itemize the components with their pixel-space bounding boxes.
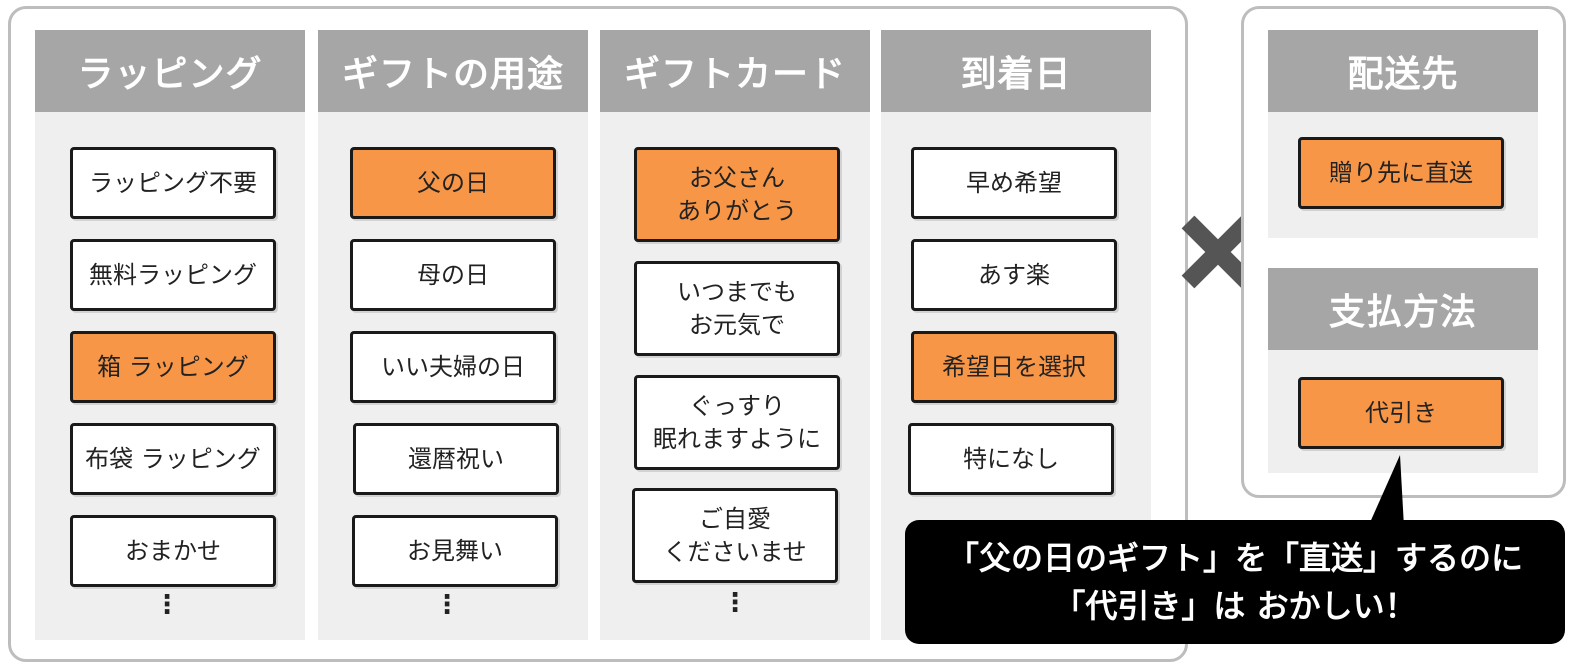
option-card-1[interactable]: お父さん ありがとう: [634, 147, 840, 242]
option-card-2[interactable]: いつまでも お元気で: [634, 261, 840, 356]
cross-mark-icon: [1181, 215, 1255, 289]
option-wrapping-3[interactable]: 箱 ラッピング: [70, 331, 276, 403]
option-purpose-3[interactable]: いい夫婦の日: [350, 331, 556, 403]
column-payment: 支払方法 代引き: [1268, 268, 1538, 473]
column-title-payment: 支払方法: [1268, 268, 1538, 350]
option-arrival-4[interactable]: 特になし: [908, 423, 1114, 495]
option-wrapping-1[interactable]: ラッピング不要: [70, 147, 276, 219]
option-purpose-2[interactable]: 母の日: [350, 239, 556, 311]
option-purpose-4[interactable]: 還暦祝い: [353, 423, 559, 495]
column-title-arrival: 到着日: [881, 30, 1151, 112]
option-card-3[interactable]: ぐっすり 眠れますように: [634, 375, 840, 470]
column-purpose: ギフトの用途 父の日 母の日 いい夫婦の日 還暦祝い お見舞い ⋮: [318, 30, 588, 640]
column-destination: 配送先 贈り先に直送: [1268, 30, 1538, 238]
option-arrival-2[interactable]: あす楽: [911, 239, 1117, 311]
option-purpose-1[interactable]: 父の日: [350, 147, 556, 219]
column-title-purpose: ギフトの用途: [318, 30, 588, 112]
column-title-card: ギフトカード: [600, 30, 870, 112]
option-arrival-1[interactable]: 早め希望: [911, 147, 1117, 219]
option-wrapping-2[interactable]: 無料ラッピング: [70, 239, 276, 311]
more-options-purpose: ⋮: [434, 590, 460, 620]
option-wrapping-4[interactable]: 布袋 ラッピング: [70, 423, 276, 495]
option-purpose-5[interactable]: お見舞い: [352, 515, 558, 587]
column-title-destination: 配送先: [1268, 30, 1538, 112]
more-options-card: ⋮: [722, 588, 748, 618]
column-wrapping: ラッピング ラッピング不要 無料ラッピング 箱 ラッピング 布袋 ラッピング お…: [35, 30, 305, 640]
more-options-wrapping: ⋮: [154, 590, 180, 620]
option-destination-1[interactable]: 贈り先に直送: [1298, 137, 1504, 209]
option-card-4[interactable]: ご自愛 くださいませ: [632, 488, 838, 583]
option-wrapping-5[interactable]: おまかせ: [70, 515, 276, 587]
callout-line-1: 「父の日のギフト」を「直送」するのに: [946, 539, 1523, 577]
column-title-wrapping: ラッピング: [35, 30, 305, 112]
callout-pointer: [1368, 455, 1404, 527]
option-arrival-3[interactable]: 希望日を選択: [911, 331, 1117, 403]
warning-callout: 「父の日のギフト」を「直送」するのに 「代引き」は おかしい！: [905, 520, 1565, 644]
option-payment-1[interactable]: 代引き: [1298, 377, 1504, 449]
callout-line-2: 「代引き」は おかしい！: [1053, 587, 1417, 625]
column-card: ギフトカード お父さん ありがとう いつまでも お元気で ぐっすり 眠れますよう…: [600, 30, 870, 640]
